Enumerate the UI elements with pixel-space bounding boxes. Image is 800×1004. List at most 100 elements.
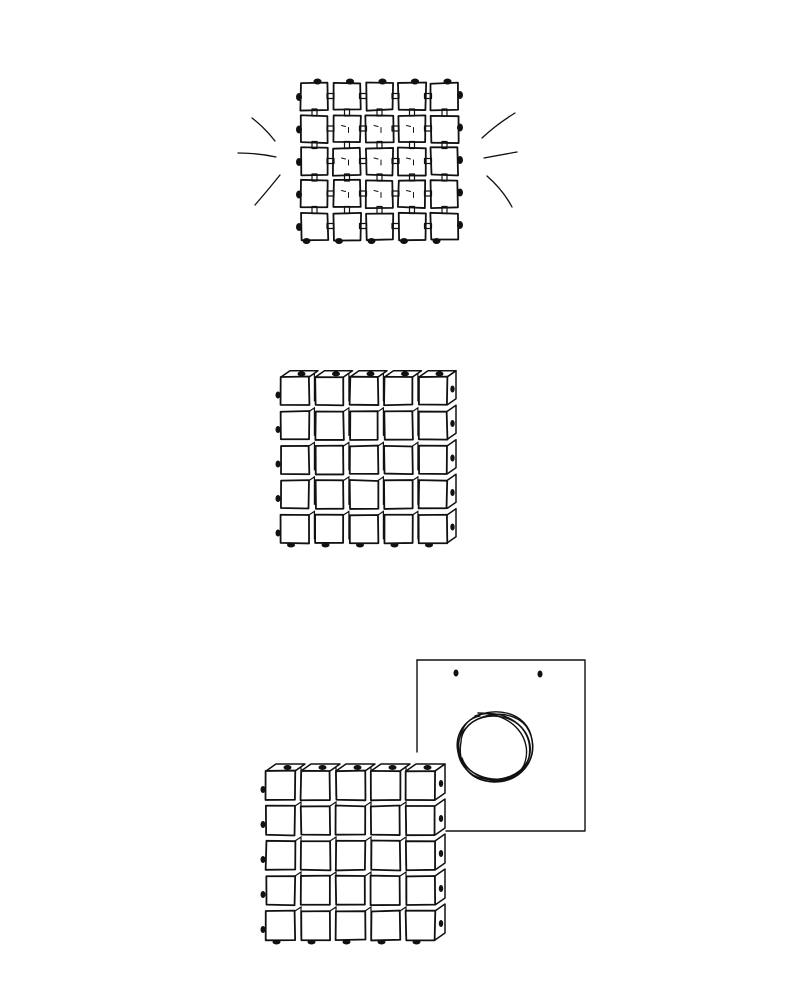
module-cell — [397, 114, 433, 150]
module-cube — [348, 441, 384, 475]
connector-dot — [438, 920, 444, 927]
cube-front-face — [314, 479, 345, 510]
module-square — [365, 212, 395, 241]
module-cube — [299, 870, 337, 906]
connector-dot — [367, 238, 376, 244]
cube-front-face — [369, 769, 402, 802]
cube-side-sliver — [343, 441, 350, 471]
cube-front-face — [383, 513, 414, 545]
module-cube — [369, 800, 407, 836]
module-cube — [383, 475, 419, 510]
cube-front-face — [335, 769, 367, 802]
connector-dot — [457, 123, 463, 132]
module-cell — [299, 178, 335, 215]
cube-side-sliver — [343, 372, 350, 402]
module-square — [429, 81, 459, 112]
connector-dot — [356, 542, 364, 548]
cube-front-face — [417, 375, 449, 406]
connector-dot — [275, 391, 281, 399]
cube-front-face — [299, 769, 331, 802]
connector-dot — [296, 190, 302, 199]
module-square — [332, 114, 362, 143]
connector-dot — [346, 78, 354, 85]
module-cube — [334, 905, 372, 945]
cube-front-face — [383, 479, 414, 510]
cube-side-sliver — [412, 441, 419, 471]
connector-dot — [260, 786, 266, 793]
connector-dot — [260, 926, 266, 933]
cube-front-face — [334, 910, 367, 942]
connector-dot — [438, 885, 444, 892]
mount-hole — [453, 669, 459, 677]
module-cell — [300, 211, 335, 244]
cube-front-face — [370, 909, 402, 942]
module-square — [429, 146, 459, 177]
connector-dot — [438, 815, 444, 822]
connector-dot — [296, 223, 302, 231]
connector-dot — [296, 93, 302, 101]
cube-front-face — [348, 444, 380, 475]
module-cube — [348, 369, 388, 406]
cube-front-face — [334, 839, 367, 872]
module-cell — [365, 147, 400, 182]
cube-side-face — [446, 507, 457, 544]
module-cube — [369, 763, 411, 802]
module-cube — [279, 369, 319, 406]
cube-front-face — [383, 375, 414, 407]
connector-dot — [275, 426, 281, 433]
cube-front-face — [348, 479, 380, 510]
connector-dot — [438, 780, 444, 787]
cube-side-face — [446, 438, 457, 475]
module-mark — [373, 157, 382, 166]
cube-side-sliver — [377, 406, 384, 436]
module-cell — [332, 114, 368, 150]
module-mark — [406, 125, 414, 133]
module-cube — [314, 369, 354, 407]
module-square — [300, 211, 330, 242]
module-cube — [314, 510, 350, 548]
module-cube — [349, 406, 384, 441]
cube-front-face — [265, 875, 297, 907]
cube-front-face — [264, 769, 297, 801]
cube-front-face — [348, 514, 380, 545]
module-cell — [332, 78, 368, 117]
module-square — [364, 114, 395, 144]
module-square — [396, 179, 427, 209]
panel-flat-grid — [237, 78, 518, 244]
module-cube — [264, 905, 302, 945]
module-cube — [404, 903, 446, 945]
connector-dot — [260, 856, 266, 863]
module-cube — [300, 905, 337, 945]
connector-dot — [275, 529, 281, 537]
connector-dot — [287, 542, 295, 548]
cube-side-face — [434, 833, 446, 871]
connector-dot — [313, 78, 322, 85]
module-mark — [406, 157, 414, 166]
cube-side-face — [434, 868, 446, 906]
module-cube — [417, 507, 457, 548]
cube-side-sliver — [377, 441, 384, 471]
connector-dot — [457, 188, 463, 197]
cube-front-face — [299, 840, 332, 872]
cube-front-face — [418, 444, 448, 475]
cube-front-face — [264, 909, 297, 942]
cube-side-sliver — [294, 905, 302, 936]
module-cube — [265, 870, 302, 907]
module-cube — [383, 510, 419, 548]
module-cube — [314, 441, 350, 476]
module-square — [332, 178, 362, 208]
module-cell — [396, 146, 433, 182]
module-cell — [365, 78, 400, 117]
module-square — [429, 179, 459, 210]
module-cell — [299, 78, 335, 117]
cube-front-face — [314, 410, 345, 441]
module-square — [300, 146, 329, 177]
connector-dot — [260, 821, 266, 828]
module-square — [429, 115, 460, 144]
module-cube — [299, 800, 337, 836]
module-cube — [264, 835, 302, 871]
connector-dot — [438, 850, 444, 857]
cube-front-face — [405, 875, 437, 906]
module-cube — [334, 870, 372, 906]
